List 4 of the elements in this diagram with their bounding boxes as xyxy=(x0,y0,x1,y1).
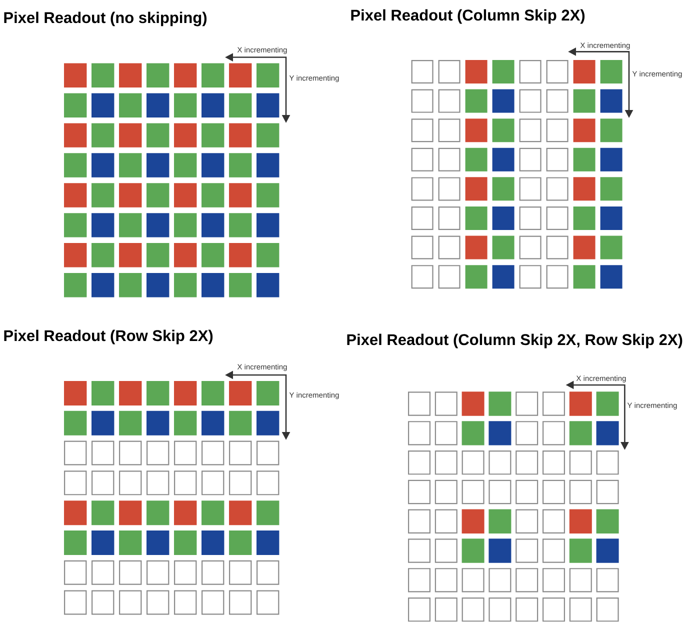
panel-title: Pixel Readout (Column Skip 2X) xyxy=(351,9,585,24)
panel-title: Pixel Readout (Row Skip 2X) xyxy=(4,330,213,344)
panel-title: Pixel Readout (Column Skip 2X, Row Skip 2X) xyxy=(347,334,682,348)
panel-title: Pixel Readout (no skipping) xyxy=(4,12,207,26)
